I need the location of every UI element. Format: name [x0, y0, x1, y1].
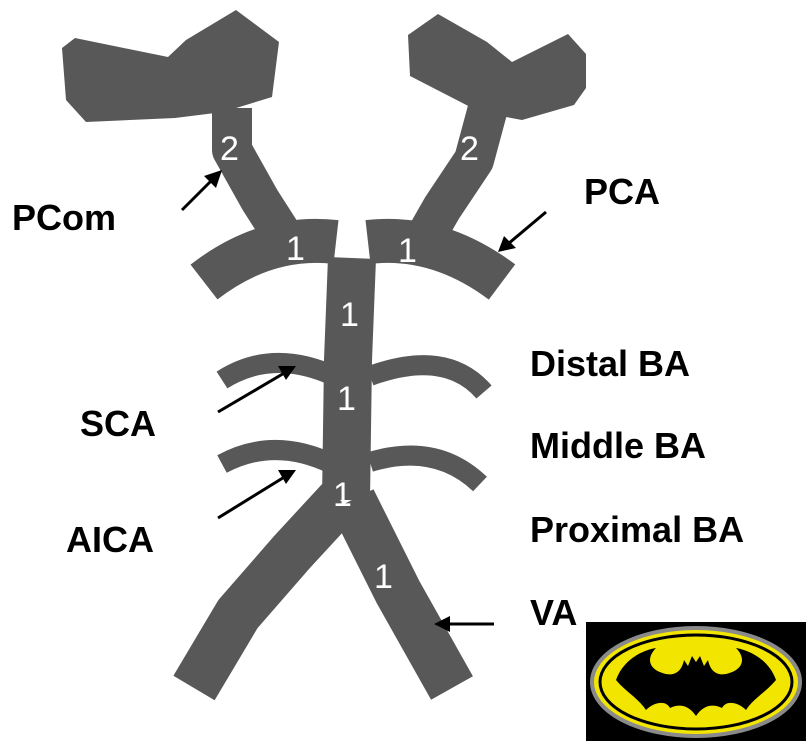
batman-logo-svg	[586, 622, 806, 741]
label-va: VA	[530, 592, 577, 633]
batman-logo-icon	[586, 622, 806, 741]
right-sca-vessel	[370, 365, 484, 392]
right-pcom-top-block	[408, 14, 586, 120]
right-aica-vessel	[370, 456, 480, 484]
left-pca-vessel	[204, 241, 336, 282]
arrow-pca	[498, 212, 546, 252]
right-vertebral-artery	[352, 500, 452, 688]
segment-number-right-pcom: 2	[460, 130, 479, 168]
segment-number-distal-ba: 1	[340, 296, 359, 334]
label-middle-ba: Middle BA	[530, 425, 706, 466]
vessel-tree	[62, 10, 586, 688]
label-sca: SCA	[80, 403, 156, 444]
segment-number-proximal-ba: 1	[333, 476, 352, 514]
label-aica: AICA	[66, 519, 154, 560]
segment-number-left-p1: 1	[286, 230, 305, 268]
basilar-artery	[346, 258, 352, 500]
label-pcom: PCom	[12, 197, 116, 238]
label-distal-ba: Distal BA	[530, 343, 690, 384]
segment-number-right-p1: 1	[398, 232, 417, 270]
segment-number-left-pcom: 2	[220, 130, 239, 168]
segment-number-right-va: 1	[374, 558, 393, 596]
segment-number-middle-ba: 1	[337, 380, 356, 418]
left-aica-vessel	[222, 450, 332, 464]
right-pca-vessel	[368, 241, 502, 282]
label-proximal-ba: Proximal BA	[530, 509, 744, 550]
left-pcom-top-block	[62, 10, 279, 122]
label-pca: PCA	[584, 171, 660, 212]
arrow-aica	[218, 470, 296, 518]
left-vertebral-artery	[194, 500, 340, 688]
arrow-pcom	[182, 170, 222, 210]
